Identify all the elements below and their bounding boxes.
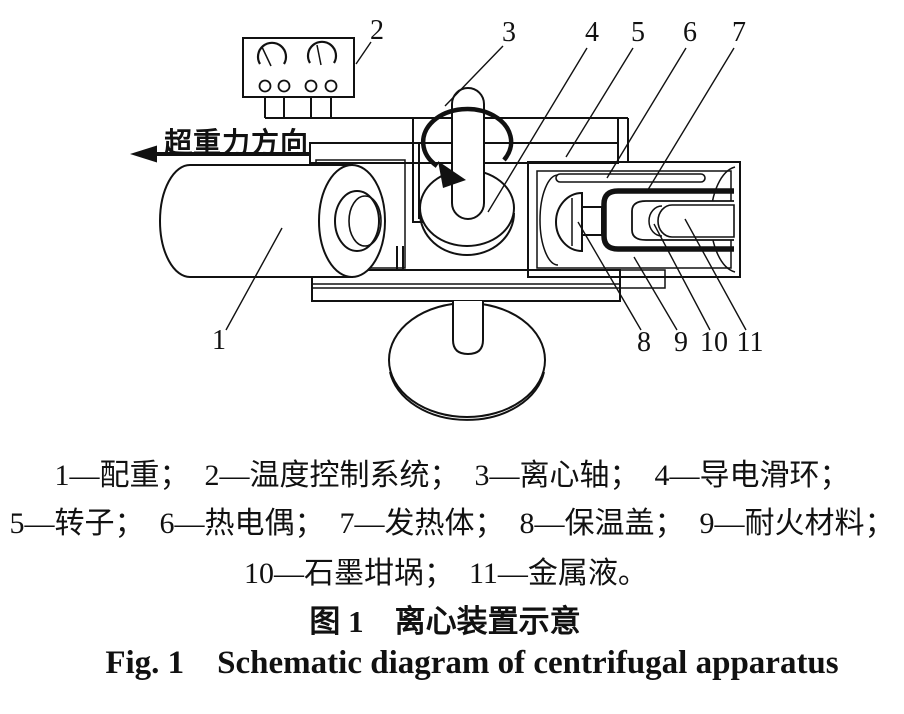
- supergravity-direction-arrow: [130, 145, 310, 163]
- leader-line-8: [577, 221, 642, 331]
- leader-line-3: [444, 45, 504, 107]
- counterweight-bore: [334, 190, 380, 252]
- terminal-post: [324, 79, 338, 93]
- rotor-assembly: [527, 161, 741, 278]
- leader-line-4: [487, 47, 588, 213]
- figure-title-chinese: 图 1 离心装置示意: [309, 604, 581, 639]
- part-number-8: 8: [637, 327, 651, 358]
- rotation-arrowhead: [438, 161, 466, 188]
- part-number-2: 2: [370, 15, 384, 46]
- part-number-9: 9: [674, 327, 688, 358]
- counterweight-cylinder: [159, 164, 386, 278]
- counterweight-bore-depth: [348, 195, 382, 247]
- pulley-shaft: [452, 301, 484, 356]
- thermocouple-probe: [555, 173, 706, 183]
- arrow-head-icon: [130, 145, 157, 163]
- rotation-arc: [420, 106, 514, 168]
- terminal-post: [304, 79, 318, 93]
- centrifugal-shaft: [451, 87, 485, 220]
- temperature-controller: [242, 37, 355, 98]
- heater-element: [601, 188, 734, 252]
- slip-ring-rim: [419, 212, 515, 256]
- part-number-6: 6: [683, 17, 697, 48]
- leader-line-6: [606, 47, 687, 179]
- gauge-dial-icon: [256, 41, 288, 65]
- rotation-arrow-icon: [420, 106, 514, 188]
- wire-through-beam: [396, 246, 404, 270]
- part-number-3: 3: [502, 17, 516, 48]
- part-number-5: 5: [631, 17, 645, 48]
- part-number-10: 10: [700, 327, 728, 358]
- figure-title-english: Fig. 1 Schematic diagram of centrifugal …: [105, 645, 839, 681]
- terminal-post: [258, 79, 272, 93]
- crucible-cavity-arc: [648, 205, 663, 237]
- part-number-11: 11: [737, 327, 764, 358]
- leader-line-11: [684, 218, 747, 331]
- part-number-4: 4: [585, 17, 599, 48]
- insulation-cover-plug: [581, 206, 603, 236]
- graphite-crucible: [631, 200, 734, 241]
- leader-line-5: [565, 47, 634, 158]
- leader-line-10: [653, 223, 711, 331]
- terminal-post: [277, 79, 291, 93]
- supergravity-direction-label: 超重力方向: [164, 128, 310, 159]
- caption-line-1: 1—配重； 2—温度控制系统； 3—离心轴； 4—导电滑环；: [54, 459, 850, 492]
- part-number-7: 7: [732, 17, 746, 48]
- terminal-leads: [264, 92, 332, 118]
- insulation-cover: [555, 191, 583, 253]
- part-number-1: 1: [212, 325, 226, 356]
- wire-drop-to-rotor: [617, 118, 629, 162]
- beam-step: [619, 269, 666, 289]
- leader-line-1: [225, 227, 283, 331]
- rotor-housing: [527, 161, 741, 278]
- counterweight-body: [159, 164, 353, 278]
- gauge-needle-icon: [261, 46, 272, 67]
- caption-line-2: 5—转子； 6—热电偶； 7—发热体； 8—保温盖； 9—耐火材料；: [9, 507, 895, 540]
- leader-line-2: [355, 41, 372, 65]
- pulley-rim: [389, 371, 545, 421]
- leader-line-7: [645, 47, 735, 194]
- leader-line-9: [633, 256, 678, 331]
- rotor-cavity-left-arc: [539, 174, 559, 266]
- gauge-dial-icon: [306, 40, 338, 64]
- caption-line-3: 10—石墨坩埚； 11—金属液。: [244, 557, 648, 590]
- metal-liquid: [657, 204, 735, 238]
- drive-pulley: [388, 301, 546, 421]
- gauge-needle-icon: [316, 44, 322, 66]
